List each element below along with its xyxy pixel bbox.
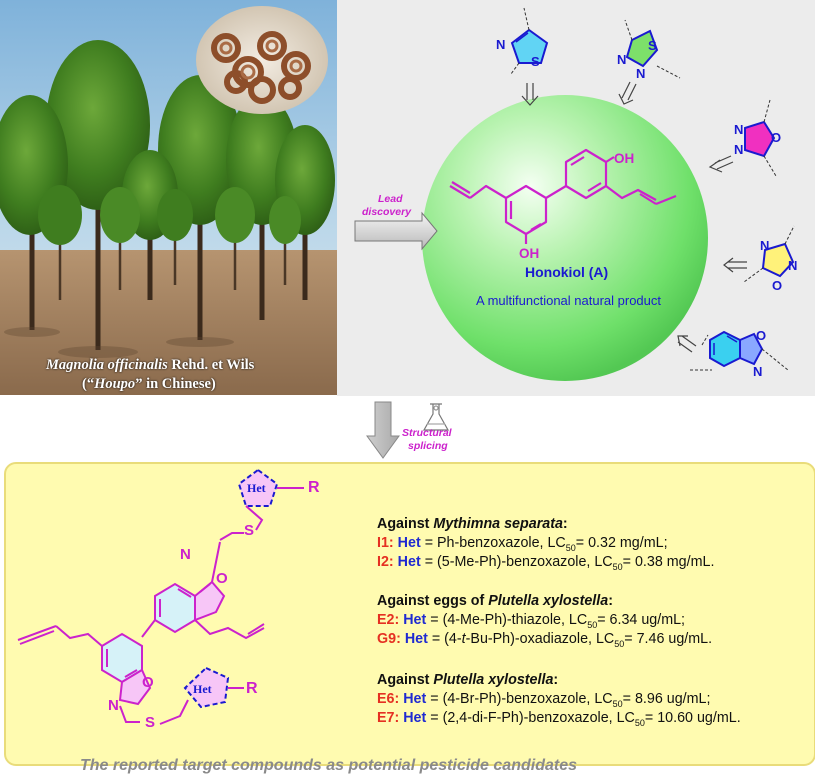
lead-discovery-label: Lead: [378, 193, 403, 205]
result-e6: E6: Het = (4-Br-Ph)-benzoxazole, LC50= 8…: [377, 691, 711, 709]
upper-s-label: S: [244, 522, 255, 539]
honokiol-sphere: [422, 95, 708, 381]
structural-splicing-label: Structural: [402, 427, 452, 439]
thiadiazole-n2: N: [636, 66, 645, 81]
thiazole-n: N: [496, 37, 505, 52]
group1-title: Against Mythimna separata:: [377, 516, 568, 532]
thiadiazole-fragment: [624, 19, 681, 79]
flask-icon: [422, 403, 450, 431]
lower-het-ring: [183, 666, 244, 709]
lower-s-label: S: [145, 714, 156, 731]
oxadiazole-134-fragment: [744, 99, 777, 177]
result-g9: G9: Het = (4-t-Bu-Ph)-oxadiazole, LC50= …: [377, 631, 713, 649]
honokiol-scheme: OH OH N S S N N N N O: [354, 7, 797, 381]
thiadiazole-n1: N: [617, 52, 626, 67]
result-i2: I2: Het = (5-Me-Ph)-benzoxazole, LC50= 0…: [377, 554, 715, 572]
magnolia-bark-inset: [196, 6, 328, 114]
oxadiazole-134-n2: N: [734, 142, 743, 157]
fragment-arrows: [521, 81, 747, 353]
honokiol-oh-bottom: OH: [519, 246, 539, 261]
target-compounds-panel: [4, 462, 815, 766]
benzoxazole-fragment: [690, 330, 789, 371]
species-caption-line2: (“Houpo” in Chinese): [82, 376, 216, 392]
upper-o-label: O: [216, 570, 228, 587]
group3-title: Against Plutella xylostella:: [377, 672, 559, 688]
group2-title: Against eggs of Plutella xylostella:: [377, 593, 613, 609]
result-e7: E7: Het = (2,4-di-F-Ph)-benzoxazole, LC5…: [377, 710, 741, 728]
thiazole-fragment: [510, 7, 549, 75]
honokiol-oh-top: OH: [614, 151, 634, 166]
oxadiazole-124-fragment: [743, 225, 795, 283]
tree-crowns: [0, 40, 335, 245]
result-i1: I1: Het = Ph-benzoxazole, LC50= 0.32 mg/…: [377, 535, 668, 553]
thiazole-s: S: [531, 54, 540, 69]
result-e2: E2: Het = (4-Me-Ph)-thiazole, LC50= 6.34…: [377, 612, 686, 630]
lower-benzoxazole: [101, 632, 152, 706]
lower-o-label: O: [142, 674, 154, 691]
oxadiazole-124-o: O: [772, 278, 782, 293]
honokiol-subtitle: A multifunctional natural product: [476, 293, 661, 308]
oxadiazole-124-n1: N: [760, 238, 769, 253]
honokiol-structure: [449, 148, 677, 244]
magnolia-tree-photo: [0, 0, 337, 395]
lower-n-label: N: [108, 697, 119, 714]
upper-n-label: N: [180, 546, 191, 563]
lead-discovery-label-2: discovery: [362, 206, 412, 218]
lower-het-label: Het: [193, 682, 212, 696]
lower-r-label: R: [246, 680, 258, 697]
oxadiazole-134-n1: N: [734, 122, 743, 137]
lead-discovery-arrow: [354, 211, 438, 251]
benzoxazole-n: N: [753, 364, 762, 379]
oxadiazole-134-o: O: [771, 130, 781, 145]
honokiol-name: Honokiol (A): [525, 264, 609, 280]
upper-het-label: Het: [247, 481, 266, 495]
thiadiazole-s: S: [648, 38, 657, 53]
upper-het-ring: [237, 468, 304, 507]
oxadiazole-124-n2: N: [788, 258, 797, 273]
upper-r-label: R: [308, 479, 320, 496]
structural-splicing-label-2: splicing: [408, 440, 448, 452]
species-caption-line1: Magnolia officinalis Rehd. et Wils: [46, 357, 255, 373]
target-compound-structure: [17, 468, 304, 725]
benzoxazole-o: O: [756, 328, 766, 343]
structural-splicing-arrow: [366, 401, 450, 459]
footer-caption: The reported target compounds as potenti…: [80, 757, 577, 774]
